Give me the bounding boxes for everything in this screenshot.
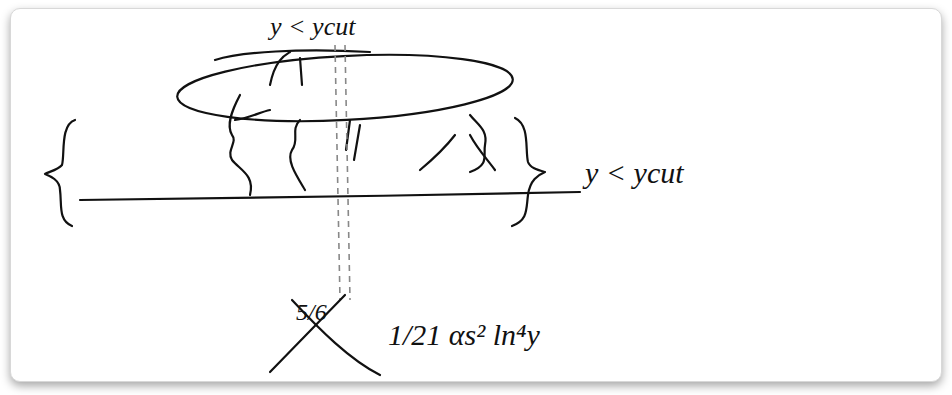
crossed-coefficient: 5/6 [296,300,327,324]
cut-condition-right: y < ycut [585,158,684,188]
cut-condition-top: y < ycut [270,14,355,40]
result-term: 1/21 αs² ln⁴y [388,320,540,350]
